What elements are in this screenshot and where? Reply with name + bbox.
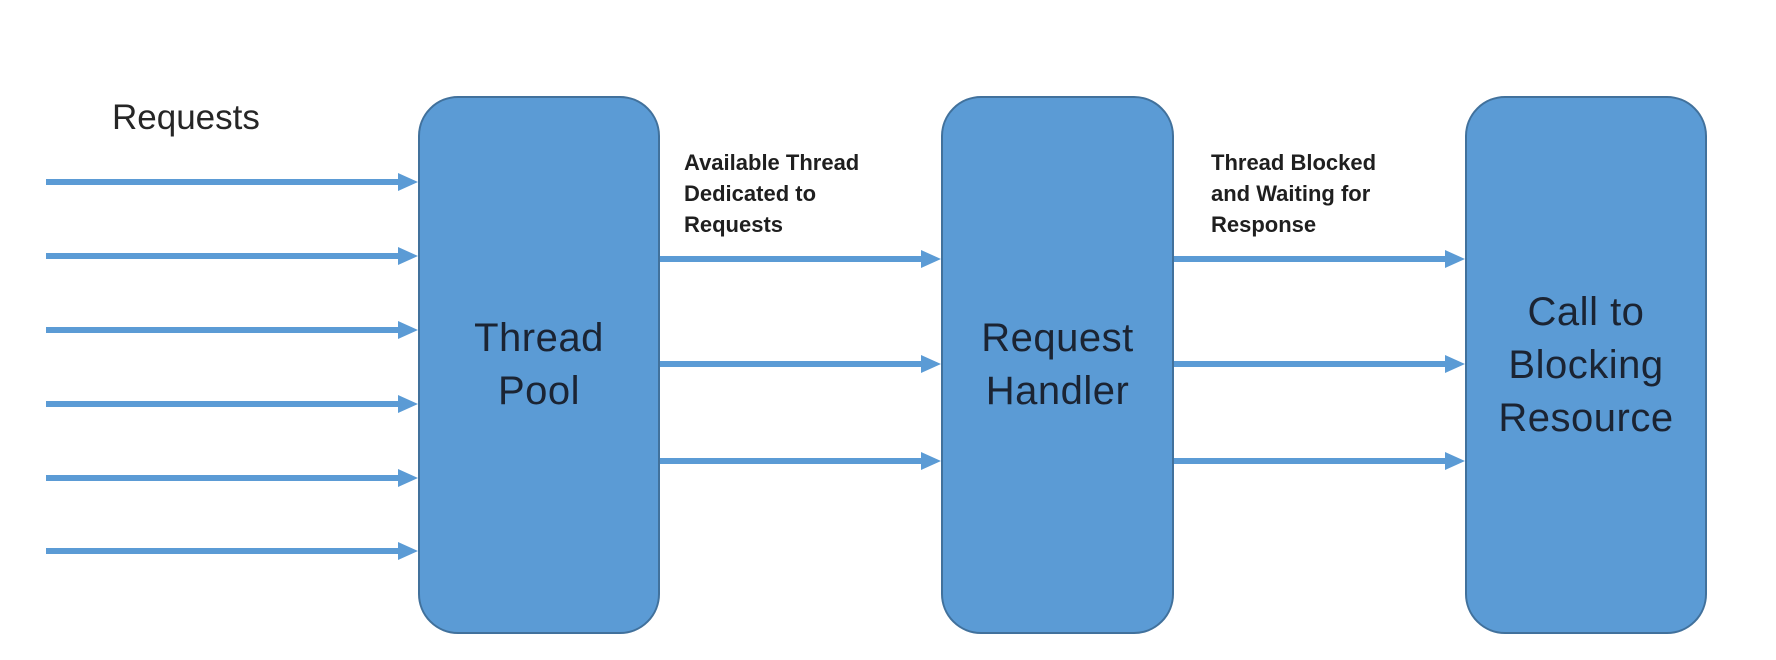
arrow-shaft <box>46 327 400 333</box>
arrow-shaft <box>660 256 923 262</box>
arrow-shaft <box>660 361 923 367</box>
arrow-head <box>921 452 941 470</box>
arrow-head <box>398 173 418 191</box>
requests-label: Requests <box>112 98 260 137</box>
arrow-head <box>1445 452 1465 470</box>
arrow-shaft <box>1174 361 1447 367</box>
blocked-thread-label: Thread Blocked and Waiting for Response <box>1211 150 1377 237</box>
arrow-head <box>921 355 941 373</box>
node-thread-pool: Thread Pool <box>418 96 660 634</box>
arrow-head <box>398 321 418 339</box>
arrow-head <box>398 542 418 560</box>
arrow-head <box>398 469 418 487</box>
arrow-shaft <box>46 401 400 407</box>
arrow-head <box>398 247 418 265</box>
node-request-handler-label: Request Handler <box>981 316 1134 413</box>
node-blocking-resource: Call to Blocking Resource <box>1465 96 1707 634</box>
node-request-handler: Request Handler <box>941 96 1174 634</box>
node-thread-pool-label: Thread Pool <box>474 316 604 413</box>
arrow-shaft <box>660 458 923 464</box>
arrow-head <box>921 250 941 268</box>
arrow-head <box>1445 355 1465 373</box>
arrow-head <box>398 395 418 413</box>
arrow-shaft <box>1174 256 1447 262</box>
arrow-shaft <box>46 253 400 259</box>
arrow-head <box>1445 250 1465 268</box>
dedicated-thread-label: Available Thread Dedicated to Requests <box>684 150 860 237</box>
arrow-shaft <box>46 475 400 481</box>
arrow-shaft <box>46 548 400 554</box>
node-blocking-resource-label: Call to Blocking Resource <box>1498 289 1674 440</box>
arrow-shaft <box>46 179 400 185</box>
arrow-shaft <box>1174 458 1447 464</box>
